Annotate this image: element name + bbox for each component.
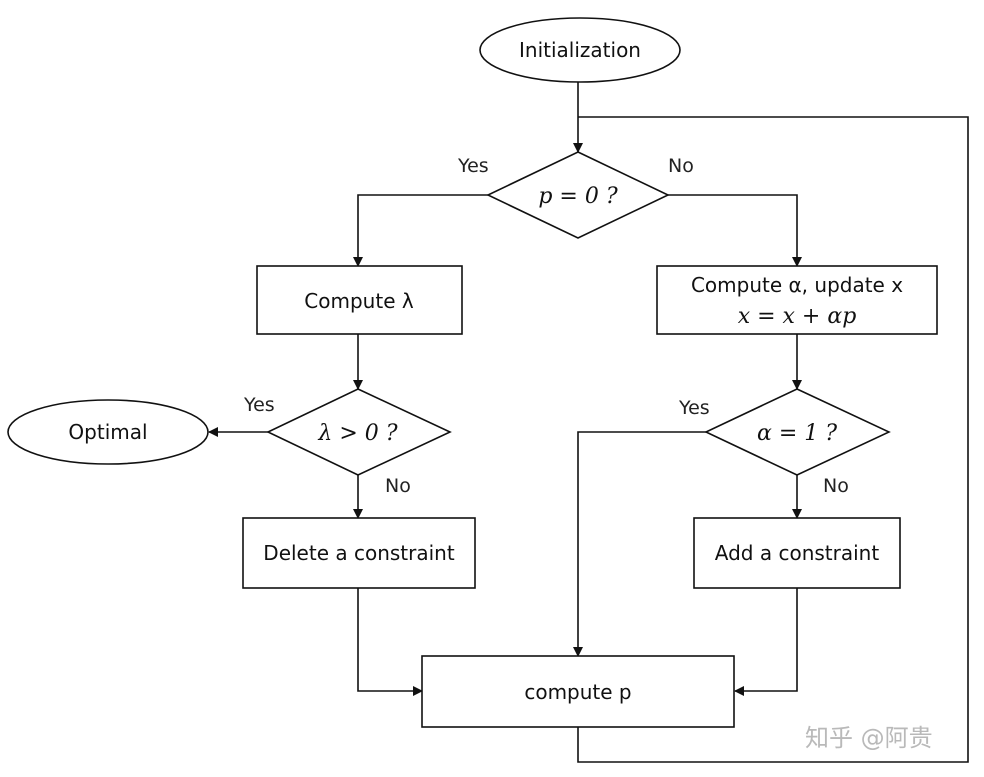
delete-constraint-label: Delete a constraint: [263, 541, 455, 565]
node-add-constraint: Add a constraint: [693, 517, 901, 589]
edge-cond-alpha-yes: [573, 431, 706, 657]
compute-alpha-label-line1: Compute α, update x: [691, 273, 903, 297]
label-lambda-yes: Yes: [243, 394, 275, 416]
edges: [208, 82, 969, 763]
node-cond-p: p = 0 ?: [486, 151, 670, 239]
node-optimal: Optimal: [7, 399, 209, 465]
add-constraint-label: Add a constraint: [715, 541, 880, 565]
watermark: 知乎 @阿贵: [805, 724, 933, 752]
edge-labels: Yes No Yes No Yes No: [243, 155, 849, 497]
compute-alpha-label-line2: x = x + αp: [738, 304, 857, 329]
label-alpha-yes: Yes: [678, 397, 710, 419]
edge-cond-p-no: [668, 194, 802, 267]
edge-compute-p-loop: [577, 116, 969, 763]
optimal-label: Optimal: [68, 420, 147, 444]
node-initialization: Initialization: [479, 17, 681, 83]
edge-delete-to-compute-p: [357, 588, 423, 696]
cond-lambda-label: λ > 0 ?: [317, 421, 397, 446]
label-p-no: No: [668, 155, 694, 177]
cond-p-label: p = 0 ?: [538, 184, 617, 209]
label-lambda-no: No: [385, 475, 411, 497]
compute-lambda-label: Compute λ: [304, 289, 414, 313]
edge-cond-p-yes: [353, 194, 488, 267]
node-delete-constraint: Delete a constraint: [242, 517, 476, 589]
node-compute-p: compute p: [421, 655, 735, 728]
node-cond-lambda: λ > 0 ?: [266, 388, 452, 476]
cond-alpha-label: α = 1 ?: [757, 421, 837, 446]
label-alpha-no: No: [823, 475, 849, 497]
label-p-yes: Yes: [457, 155, 489, 177]
node-compute-lambda: Compute λ: [256, 265, 463, 335]
node-compute-alpha: Compute α, update x x = x + αp: [656, 265, 938, 335]
node-cond-alpha: α = 1 ?: [704, 388, 891, 476]
initialization-label: Initialization: [519, 38, 641, 62]
compute-p-label: compute p: [524, 680, 631, 704]
edge-add-to-compute-p: [734, 588, 798, 696]
